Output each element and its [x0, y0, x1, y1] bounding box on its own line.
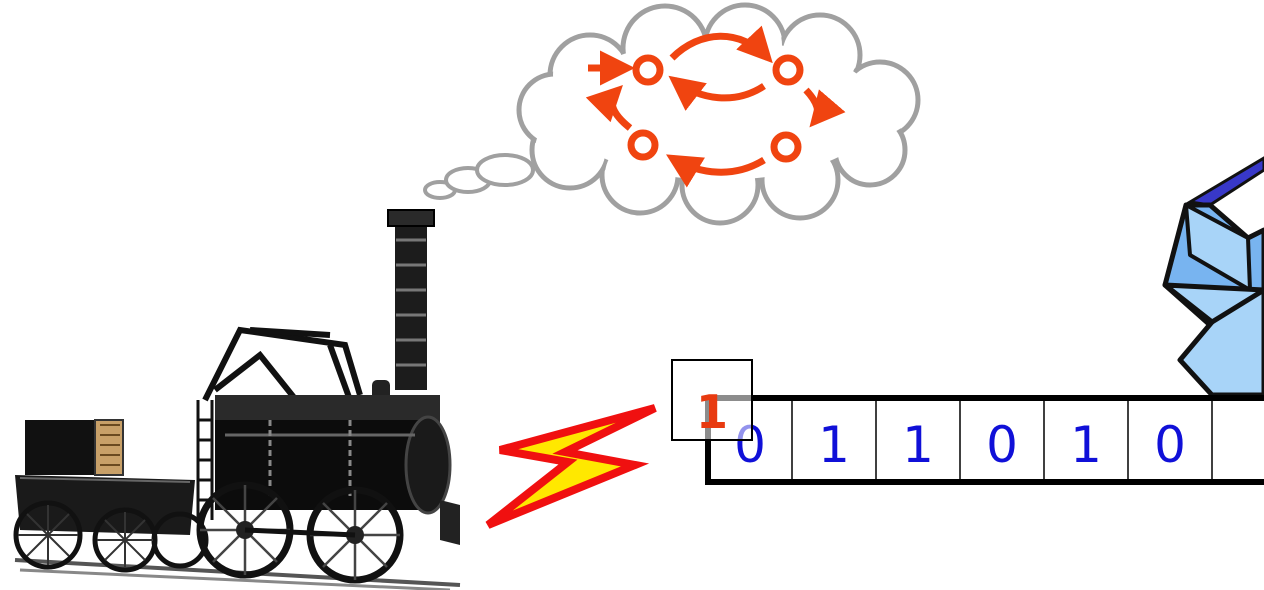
tape-ribbon-icon — [1162, 156, 1264, 398]
state-1 — [772, 54, 804, 86]
tape-cell-3: 0 — [986, 416, 1018, 474]
tape-cell-4: 1 — [1070, 416, 1102, 474]
transition-1-3 — [803, 87, 846, 128]
thought-cloud-icon — [423, 2, 921, 226]
state-machine — [585, 25, 846, 188]
tape-head: 1 — [671, 359, 753, 441]
head-symbol: 1 — [696, 385, 728, 439]
transition-0-1 — [669, 25, 773, 64]
state-0 — [632, 54, 664, 86]
transition-1-0 — [668, 75, 766, 111]
tape-cell-2: 1 — [902, 416, 934, 474]
state-3 — [770, 131, 802, 163]
tape-cell-1: 1 — [818, 416, 850, 474]
tape-cell-5: 0 — [1154, 416, 1186, 474]
steam-locomotive-icon — [13, 209, 461, 590]
transition-3-2 — [666, 154, 766, 188]
lightning-bolt-icon — [485, 404, 657, 529]
transition-2-0 — [585, 85, 633, 131]
state-2 — [627, 129, 659, 161]
